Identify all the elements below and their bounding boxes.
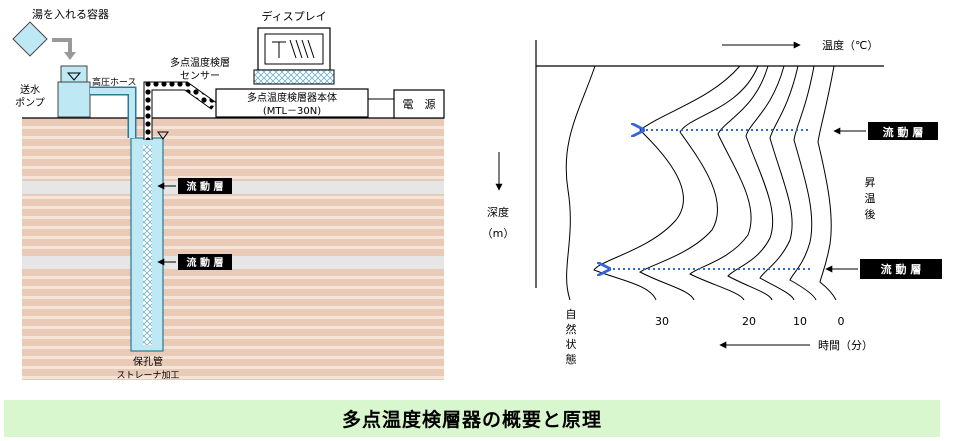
soil-stripe [22,236,444,239]
hose-label: 高圧ホース [92,76,137,88]
svg-text:温: 温 [865,192,876,205]
sensor-cable-in-hole [143,145,152,345]
main-unit [215,88,445,119]
soil-stripe [22,146,444,149]
soil-stripe [22,296,444,299]
soil-stripe [22,246,444,249]
sensor-label-line1: 多点温度検層 [170,56,230,69]
flow-layer-lower-label: 流 動 層 [881,262,922,276]
time-ticks: 30 20 10 0 [655,315,845,328]
pipe-label-line2: ストレーナ加工 [116,370,179,381]
temperature-curve-7 [817,65,837,301]
after-heating-label: 昇 温 後 [865,176,876,221]
power-supply [393,89,445,119]
svg-text:態: 態 [566,352,577,366]
main-unit-label-line1: 多点温度検層器本体 [247,91,337,104]
flow-layer-label-1: 流 動 層 [187,180,224,193]
borehole-pipe [130,131,169,352]
temperature-curve-3 [689,65,769,301]
flow-layer-band-lower [22,256,444,269]
soil-stripe [22,286,444,289]
time-tick-20: 20 [742,315,756,328]
temperature-curve-6 [789,65,817,301]
flow-layer-upper-label: 流 動 層 [883,125,924,139]
flow-layer-tag-right-upper: 流 動 層 [833,122,938,140]
time-tick-30: 30 [655,315,669,328]
soil-stripe [22,366,444,369]
soil-stripe [22,206,444,209]
display-monitor [253,27,335,85]
soil-stripe [22,216,444,219]
soil-stripe [22,176,444,179]
pump-label-line2: ポンプ [15,97,45,109]
soil-section [22,117,444,380]
water-level-marker [157,131,169,140]
caption-title: 多点温度検層器の概要と原理 [341,409,602,431]
soil-stripe [22,306,444,309]
pour-arrow-icon [64,52,76,60]
caption-bar: 多点温度検層器の概要と原理 [4,400,940,437]
svg-text:昇: 昇 [865,176,876,189]
soil-stripe [22,336,444,339]
hot-water-container [12,21,76,60]
pipe-label-line1: 保孔管 [133,355,163,368]
soil-stripe [22,226,444,229]
depth-label-line2: （m） [482,227,515,240]
soil-stripe [22,326,444,329]
svg-text:後: 後 [865,207,876,221]
power-label: 電 源 [403,97,436,111]
soil-stripe [22,346,444,349]
time-label: 時間（分） [818,339,873,352]
soil-stripe [22,196,444,199]
temperature-profiles [565,65,837,301]
time-tick-10: 10 [793,315,807,328]
main-unit-label-line2: (MTL－30N) [263,106,321,117]
svg-text:自: 自 [566,308,577,321]
soil-stripe [22,166,444,169]
temperature-curve-4 [727,65,785,301]
display-label: ディスプレイ [261,9,326,23]
flow-layer-tag-right-lower: 流 動 層 [825,259,942,279]
flow-layer-tag-2 [157,254,232,270]
svg-text:然: 然 [566,322,577,336]
feed-pump [57,65,91,118]
pump-label-line1: 送水 [20,83,40,96]
sensor-label-line2: センサー [180,70,220,82]
soil-stripe [22,136,444,139]
soil-stripe [22,356,444,359]
principle-axes [495,40,884,349]
soil-stripe [22,316,444,319]
natural-state-curve [565,65,596,301]
depth-label-line1: 深度 [487,205,509,219]
soil-stripe [22,126,444,129]
temperature-curve-2 [639,65,759,301]
natural-state-label: 自 然 状 態 [566,308,577,366]
temperature-curve-1 [593,65,741,301]
flow-layer-tag-1 [157,178,232,194]
soil-stripe [22,376,444,379]
high-pressure-hose [90,86,137,138]
svg-text:状: 状 [566,337,577,351]
temperature-curve-5 [759,65,799,301]
sensor-cable [143,81,217,140]
flow-layer-label-2: 流 動 層 [187,256,224,269]
time-tick-0: 0 [838,315,845,328]
temperature-label: 温度（℃） [822,38,878,52]
soil-stripe [22,156,444,159]
flow-layer-band-upper [22,181,444,194]
container-label: 湯を入れる容器 [32,7,109,21]
flow-arrows [608,130,810,269]
soil-stripe [22,276,444,279]
